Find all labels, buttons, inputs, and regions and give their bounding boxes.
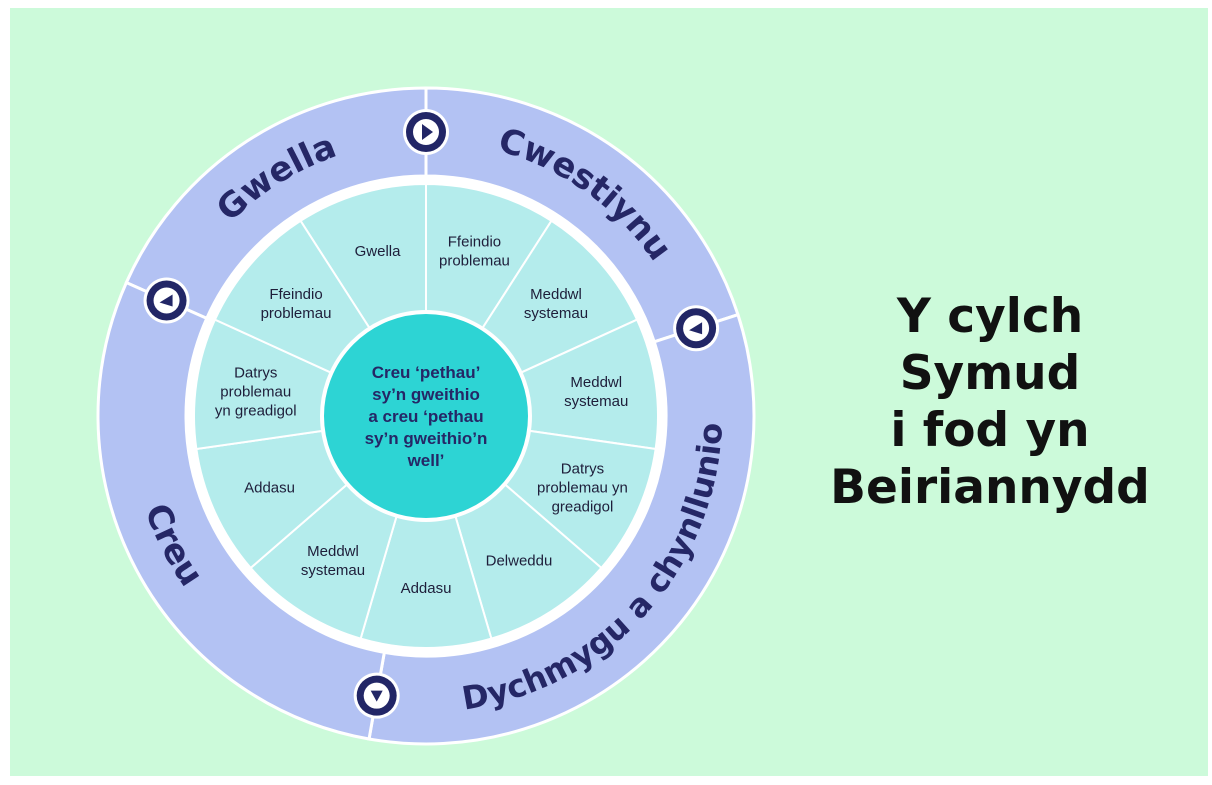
title-line-2: Symud	[899, 346, 1081, 401]
segment-label: Addasu	[401, 580, 452, 597]
arrow-left-icon	[353, 672, 400, 719]
title-line-4: Beiriannydd	[830, 460, 1150, 515]
segment-label: Gwella	[355, 243, 402, 260]
arrow-right-icon	[403, 109, 449, 155]
segment-label: Delweddu	[486, 553, 553, 570]
outer-ring-dychmygu	[367, 312, 756, 746]
outer-ring-creu	[96, 280, 387, 741]
arrow-left-icon	[143, 277, 190, 324]
diagram-title: Y cylch Symud i fod yn Beiriannydd	[800, 288, 1180, 516]
segment-label: Addasu	[244, 479, 295, 496]
arrow-left-icon	[673, 305, 720, 352]
center-hub	[320, 310, 532, 522]
title-line-1: Y cylch	[896, 289, 1084, 344]
title-line-3: i fod yn	[890, 403, 1090, 458]
